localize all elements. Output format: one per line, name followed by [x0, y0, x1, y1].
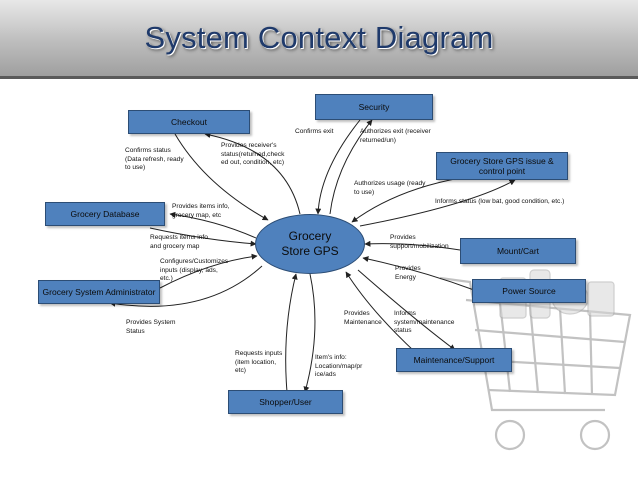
arrow-gps-to-admin — [109, 265, 263, 307]
flow-provides-maintenance: Provides Maintenance — [344, 310, 382, 326]
flow-requests-items-info: Requests items info and grocery map — [150, 234, 208, 250]
grocery-store-gps-process: Grocery Store GPS — [255, 214, 365, 274]
arrow-gps-to-maintenance — [357, 269, 456, 351]
slide-title: System Context Diagram — [144, 20, 494, 55]
flow-provides-receivers-status: Provides receiver's status(returned,chec… — [221, 142, 285, 166]
entity-shopper-user: Shopper/User — [228, 390, 343, 414]
flow-authorizes-exit: Authorizes exit (receiver returned/un) — [360, 128, 431, 144]
arrow-control-to-gps — [351, 177, 461, 223]
arrow-checkout-to-gps — [174, 133, 269, 221]
arrow-power-to-gps — [362, 256, 475, 291]
flow-provides-support: Provides support/mobilization — [390, 234, 449, 250]
entity-gps-issue-control-point: Grocery Store GPS issue & control point — [436, 152, 568, 180]
arrow-security-to-gps — [315, 119, 361, 215]
entity-checkout: Checkout — [128, 110, 250, 134]
arrow-gps-to-database — [169, 211, 257, 239]
flow-configures-inputs: Configures/Customizes inputs (display, a… — [160, 258, 229, 282]
entity-system-administrator: Grocery System Administrator — [38, 280, 160, 304]
hub-label-line1: Grocery — [288, 229, 332, 243]
flow-requests-inputs: Requests inputs (item location, etc) — [235, 350, 283, 374]
flow-confirms-exit: Confirms exit — [295, 128, 334, 135]
entity-security: Security — [315, 94, 433, 120]
hub-label-line2: Store GPS — [281, 244, 339, 258]
arrow-gps-to-security — [329, 119, 373, 215]
arrow-maintenance-to-gps — [345, 271, 416, 353]
entity-power-source: Power Source — [472, 279, 586, 303]
flow-informs-status-battery: Informs status (low bat, good condition,… — [435, 198, 565, 205]
arrow-shopper-to-gps — [285, 273, 298, 393]
arrow-gps-to-checkout — [204, 132, 301, 215]
arrow-admin-to-gps — [159, 253, 258, 289]
flow-informs-maintenance-status: Informs system/maintenance status — [394, 310, 455, 334]
title-banner — [0, 0, 638, 76]
flow-provides-system-status: Provides System Status — [126, 319, 176, 335]
arrow-mount-to-gps — [364, 240, 461, 251]
flow-authorizes-usage: Authorizes usage (ready to use) — [354, 180, 426, 196]
arrow-database-to-gps — [149, 227, 257, 247]
flow-provides-energy: Provides Energy — [395, 265, 421, 281]
title-divider — [0, 76, 638, 79]
entity-grocery-database: Grocery Database — [45, 202, 165, 226]
flow-items-info: Item's info: Location/map/pr ice/ads — [315, 354, 363, 378]
arrow-gps-to-control — [359, 179, 516, 227]
entity-mount-cart: Mount/Cart — [460, 238, 576, 264]
flow-confirms-status: Confirms status (Data refresh, ready to … — [125, 147, 184, 171]
entity-maintenance-support: Maintenance/Support — [396, 348, 512, 372]
flow-provides-items-info: Provides items info, grocery map, etc — [172, 203, 230, 219]
arrow-gps-to-shopper — [303, 273, 316, 393]
